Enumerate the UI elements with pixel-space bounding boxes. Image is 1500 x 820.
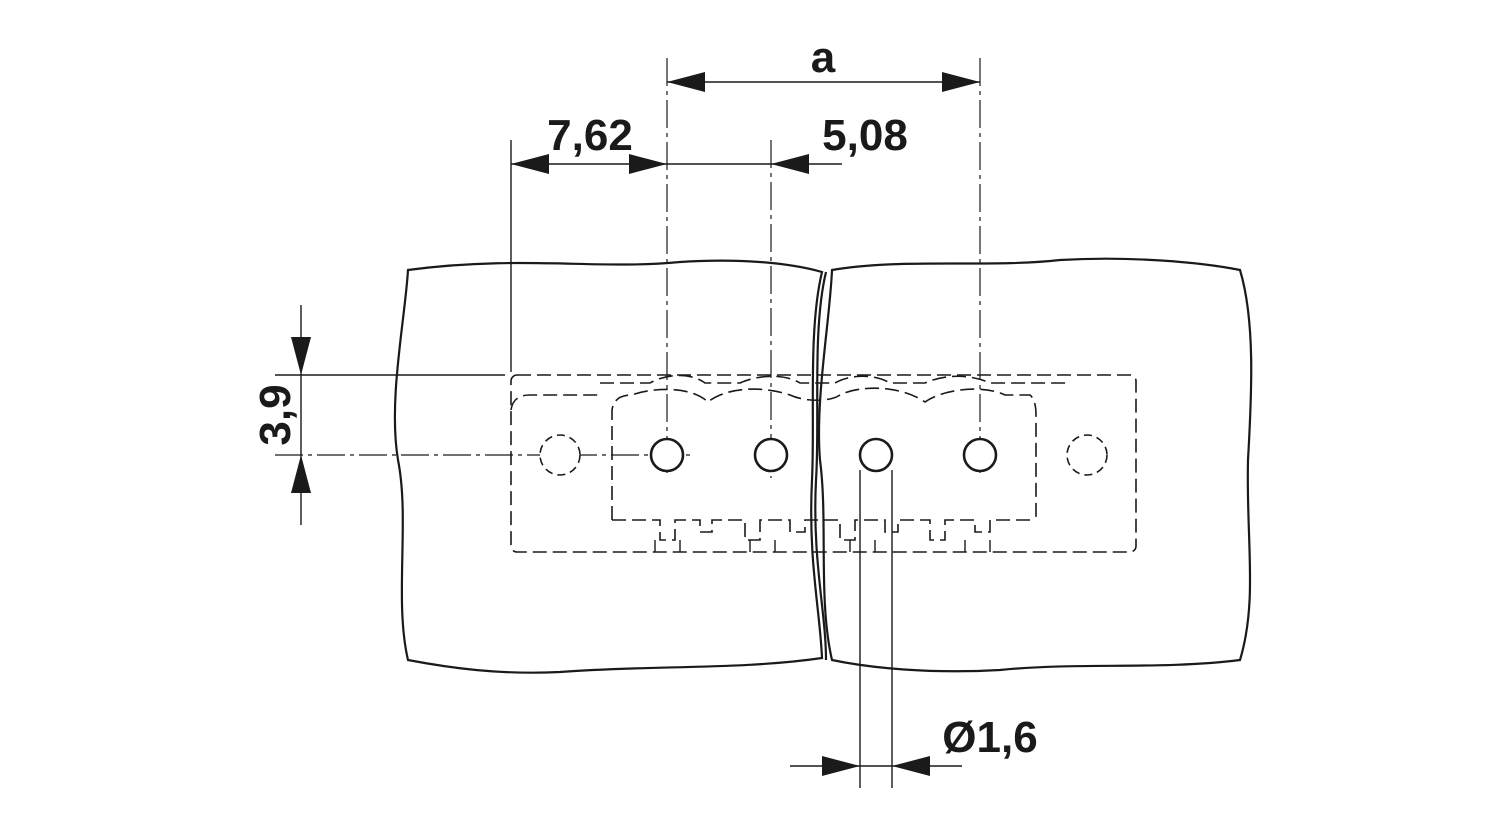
dim-39-arrow-bottom	[291, 455, 311, 493]
ghost-hole-right	[1066, 434, 1108, 476]
board-left-outline	[393, 259, 824, 674]
hole-3	[858, 437, 894, 473]
header-profile	[510, 387, 1037, 520]
dim-508-arrow	[771, 154, 809, 174]
connector-outline	[510, 374, 1137, 553]
dim-dia-arrow-left	[822, 756, 860, 776]
dim-508-label: 5,08	[822, 111, 908, 160]
dim-762-arrow-left	[511, 154, 549, 174]
hole-2	[753, 437, 789, 473]
board-break-line	[814, 271, 828, 661]
header-top-ribs	[600, 374, 1070, 384]
dim-762-label: 7,62	[547, 111, 633, 160]
hole-1	[649, 437, 685, 473]
dim-a-arrow-right	[942, 72, 980, 92]
ghost-hole-left	[539, 434, 581, 476]
hole-4	[962, 437, 998, 473]
dim-39-arrow-top	[291, 337, 311, 375]
dim-a-label: a	[811, 33, 836, 82]
dim-39-label: 3,9	[251, 384, 300, 445]
pin-legs	[654, 540, 991, 552]
dim-a-arrow-left	[667, 72, 705, 92]
dim-dia-label: Ø1,6	[942, 713, 1037, 762]
header-bottom-teeth	[612, 519, 1036, 541]
board-right-outline	[817, 257, 1253, 673]
dim-dia-arrow-right	[892, 756, 930, 776]
dim-762-arrow-right	[629, 154, 667, 174]
